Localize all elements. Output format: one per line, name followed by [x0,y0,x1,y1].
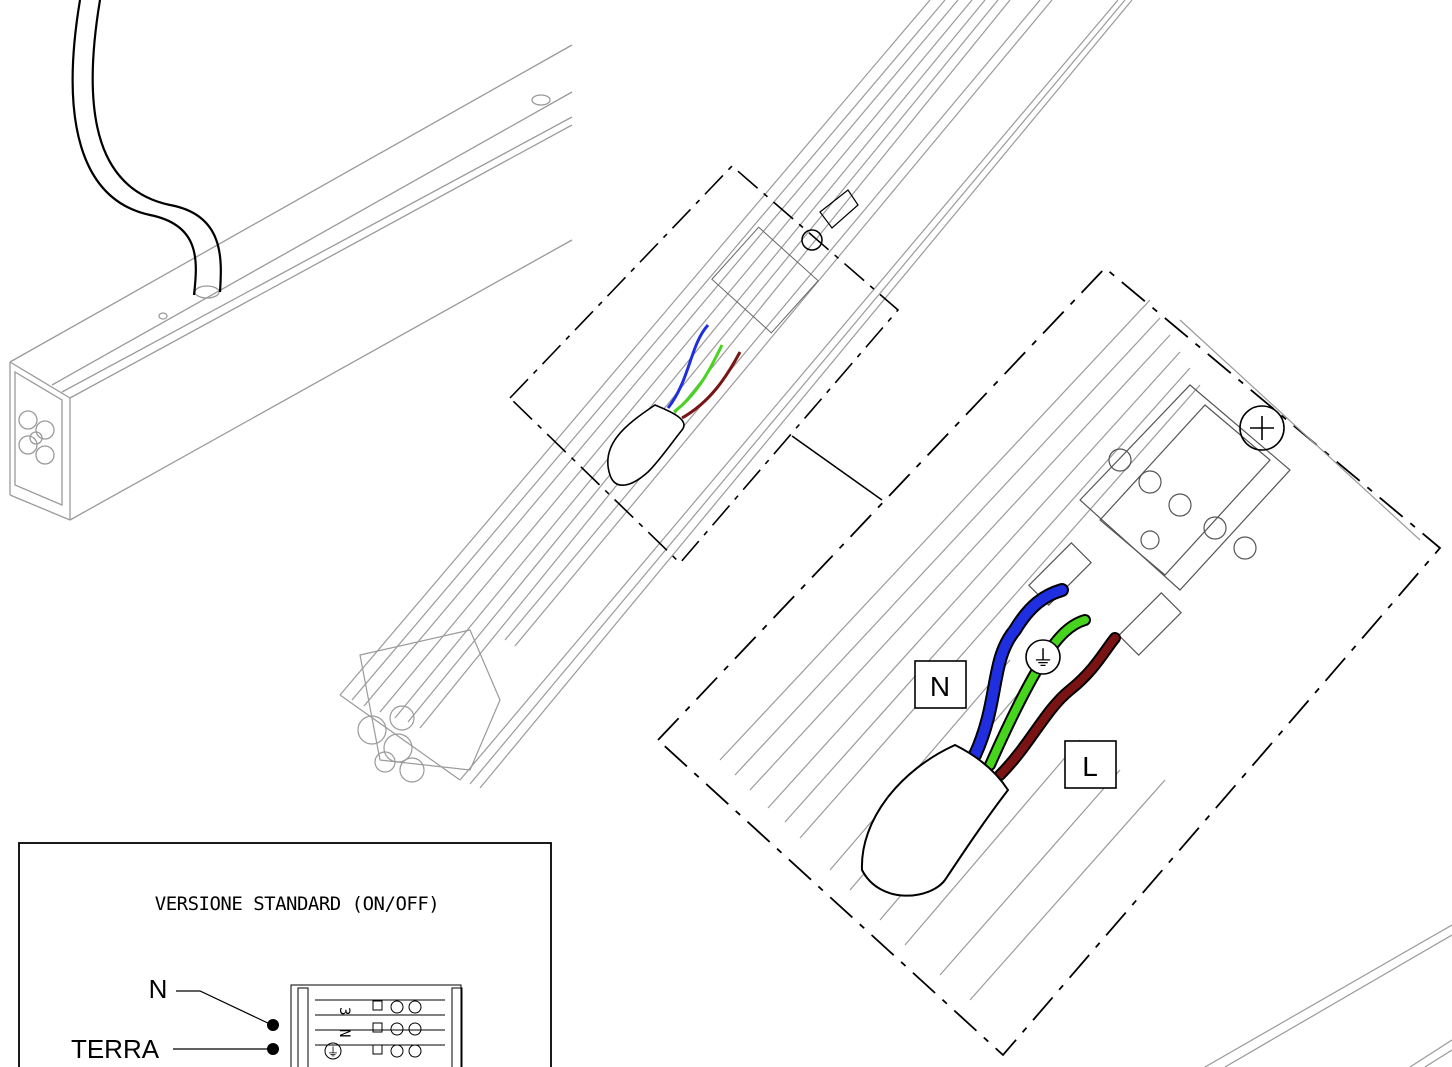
legend-label-terra: TERRA [71,1034,160,1064]
callout-neutral-label: N [930,671,950,702]
callout-live-label: L [1082,751,1098,782]
terminal-mark-3: 3 [336,1007,352,1015]
feed-cable [71,0,222,296]
live-wire-brown [994,632,1121,781]
small-detail-terminal [711,189,859,334]
profile-fragment-bottom-right [1204,924,1452,1067]
leader-neutral [176,990,273,1026]
callout-neutral: N [914,660,967,709]
detail-frame-small [508,164,900,565]
luminaire-profile-diagonal [339,0,1133,789]
legend-terminal-block [290,984,463,1067]
callout-live: L [1064,740,1117,789]
detail-leader [791,435,883,501]
large-detail-profile-lines [719,299,1421,1001]
detail-frame-large [656,266,1442,1057]
earth-icon: ⏚ [1032,647,1054,672]
neutral-wire-blue [968,583,1069,762]
terminal-mark-n: N [336,1029,352,1037]
leader-terra-dot [267,1043,279,1055]
callout-earth: ⏚ [1025,639,1061,675]
legend-box: VERSIONE STANDARD (ON/OFF) N TERRA 3 N ⏚ [18,842,552,1067]
luminaire-profile-top-left [9,44,573,521]
small-detail-wires [666,323,742,420]
legend-title: VERSIONE STANDARD (ON/OFF) [155,893,439,915]
legend-label-neutral: N [149,974,168,1004]
leader-neutral-dot [267,1019,279,1031]
large-detail-terminal-block [1028,384,1291,656]
terminal-earth-icon: ⏚ [327,1045,339,1059]
cable-sheath [860,743,1010,897]
earth-screw [1239,405,1285,451]
small-detail-sheath [607,404,685,486]
